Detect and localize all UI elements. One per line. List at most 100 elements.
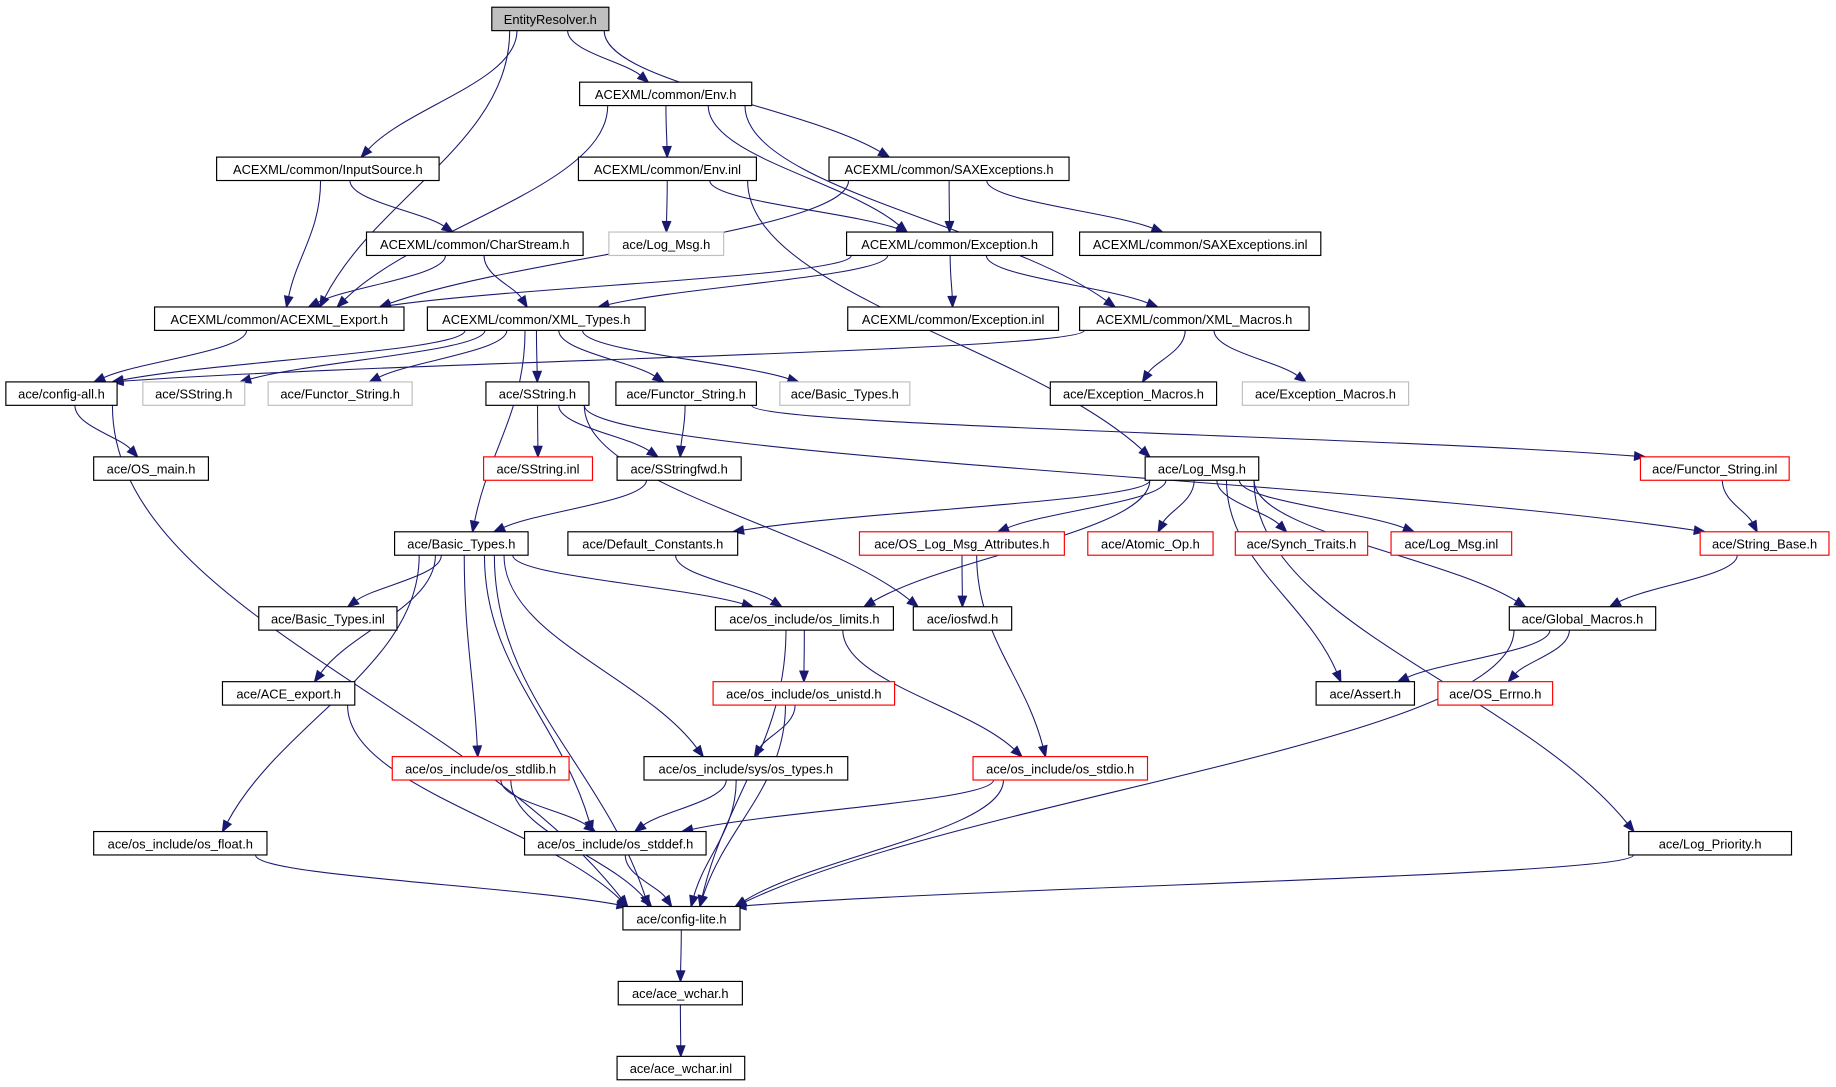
node-log-msg-h[interactable]: ace/Log_Msg.h bbox=[1145, 457, 1259, 480]
arrowhead-icon bbox=[958, 596, 966, 607]
arrowhead-icon bbox=[94, 374, 105, 382]
node-functor-string-h[interactable]: ace/Functor_String.h bbox=[616, 382, 757, 405]
node-sstring-inl[interactable]: ace/SString.inl bbox=[484, 457, 593, 480]
node-label: ACEXML/common/SAXExceptions.h bbox=[845, 162, 1054, 177]
arrowhead-icon bbox=[494, 524, 505, 532]
edge-ace_wchar_h-to-ace_wchar_inl bbox=[677, 1005, 685, 1057]
node-label: ace/Basic_Types.h bbox=[791, 387, 899, 402]
nodes-layer: EntityResolver.hACEXML/common/Env.hACEXM… bbox=[6, 7, 1829, 1080]
node-os-log-msg-attributes[interactable]: ace/OS_Log_Msg_Attributes.h bbox=[859, 532, 1064, 555]
node-charstream[interactable]: ACEXML/common/CharStream.h bbox=[366, 232, 583, 255]
node-os-stdio[interactable]: ace/os_include/os_stdio.h bbox=[973, 757, 1147, 780]
edge-XML_Macros-to-Exception_Macros_h bbox=[1143, 330, 1186, 382]
edge-CharStream-to-XML_Types bbox=[484, 255, 527, 307]
edge-Log_Msg_h-to-OS_Log_Msg_Attributes bbox=[998, 480, 1166, 532]
arrowhead-icon bbox=[800, 671, 808, 682]
edge-OS_Log_Msg_Attributes-to-os_stdio bbox=[977, 555, 1047, 756]
node-saxexceptions-h[interactable]: ACEXML/common/SAXExceptions.h bbox=[829, 157, 1069, 180]
node-basic-types-h[interactable]: ace/Basic_Types.h bbox=[395, 532, 528, 555]
edge-line bbox=[513, 555, 743, 604]
edge-Global_Macros-to-OS_Errno bbox=[1508, 630, 1569, 682]
edge-Log_Msg_h-to-Default_Constants bbox=[733, 480, 1150, 534]
node-os-limits[interactable]: ace/os_include/os_limits.h bbox=[715, 607, 893, 630]
arrowhead-icon bbox=[1039, 745, 1047, 756]
edge-os_unistd-to-os_types bbox=[755, 705, 796, 757]
node-label: ace/os_include/os_stddef.h bbox=[537, 836, 693, 851]
node-sstring-h[interactable]: ace/SString.h bbox=[486, 382, 589, 405]
node-ace-wchar-inl[interactable]: ace/ace_wchar.inl bbox=[617, 1056, 745, 1079]
edge-SString_h-to-SString_inl bbox=[534, 405, 542, 457]
node-iosfwd[interactable]: ace/iosfwd.h bbox=[913, 607, 1011, 630]
edge-line bbox=[1515, 630, 1569, 674]
node-label: ace/SStringfwd.h bbox=[630, 462, 727, 477]
node-config-lite[interactable]: ace/config-lite.h bbox=[623, 906, 740, 929]
edge-os_stdio-to-config_lite bbox=[735, 780, 1003, 906]
edge-Functor_String_h-to-SStringfwd bbox=[677, 405, 685, 457]
node-config-all[interactable]: ace/config-all.h bbox=[6, 382, 117, 405]
edge-line bbox=[609, 255, 888, 304]
node-os-types[interactable]: ace/os_include/sys/os_types.h bbox=[644, 757, 848, 780]
edge-os_stdio-to-os_stddef bbox=[682, 780, 993, 833]
edge-line bbox=[104, 330, 247, 377]
node-env-h[interactable]: ACEXML/common/Env.h bbox=[580, 82, 752, 105]
edge-SString_h-to-SStringfwd bbox=[559, 405, 658, 457]
node-sstringfwd[interactable]: ace/SStringfwd.h bbox=[617, 457, 741, 480]
edge-line bbox=[75, 405, 131, 449]
node-exception-macros-h[interactable]: ace/Exception_Macros.h bbox=[1050, 382, 1216, 405]
node-string-base[interactable]: ace/String_Base.h bbox=[1700, 532, 1829, 555]
edge-line bbox=[484, 555, 589, 821]
node-assert[interactable]: ace/Assert.h bbox=[1316, 682, 1414, 705]
node-synch-traits[interactable]: ace/Synch_Traits.h bbox=[1235, 532, 1367, 555]
edge-line bbox=[289, 181, 321, 297]
node-log-msg-gray[interactable]: ace/Log_Msg.h bbox=[609, 232, 724, 255]
node-os-main[interactable]: ace/OS_main.h bbox=[94, 457, 209, 480]
edge-line bbox=[950, 255, 952, 296]
node-os-float[interactable]: ace/os_include/os_float.h bbox=[94, 832, 267, 855]
node-label: ACEXML/common/InputSource.h bbox=[233, 162, 423, 177]
node-basic-types-gray[interactable]: ace/Basic_Types.h bbox=[780, 382, 910, 405]
node-label: ace/config-all.h bbox=[18, 387, 105, 402]
node-log-msg-inl[interactable]: ace/Log_Msg.inl bbox=[1391, 532, 1512, 555]
arrowhead-icon bbox=[533, 371, 541, 382]
edge-os_stdlib-to-os_stddef bbox=[501, 780, 595, 832]
node-xml-macros[interactable]: ACEXML/common/XML_Macros.h bbox=[1080, 307, 1310, 330]
edge-line bbox=[464, 555, 477, 746]
node-ace-wchar-h[interactable]: ace/ace_wchar.h bbox=[618, 981, 742, 1004]
node-label: ace/Exception_Macros.h bbox=[1063, 387, 1204, 402]
node-os-stdlib[interactable]: ace/os_include/os_stdlib.h bbox=[392, 757, 569, 780]
node-os-unistd[interactable]: ace/os_include/os_unistd.h bbox=[713, 682, 894, 705]
edge-Env_inl-to-Exception_h bbox=[710, 181, 908, 233]
edge-ACEXML_Export-to-config_all bbox=[94, 330, 246, 382]
node-exception-macros-gray[interactable]: ace/Exception_Macros.h bbox=[1242, 382, 1408, 405]
node-ace-export[interactable]: ace/ACE_export.h bbox=[222, 682, 354, 705]
edge-line bbox=[584, 405, 910, 600]
node-entityresolver[interactable]: EntityResolver.h bbox=[492, 7, 609, 30]
node-inputsource[interactable]: ACEXML/common/InputSource.h bbox=[217, 157, 439, 180]
node-env-inl[interactable]: ACEXML/common/Env.inl bbox=[578, 157, 756, 180]
node-functor-string-gray[interactable]: ace/Functor_String.h bbox=[268, 382, 412, 405]
node-functor-string-inl[interactable]: ace/Functor_String.inl bbox=[1640, 457, 1789, 480]
arrowhead-icon bbox=[534, 446, 542, 457]
node-saxexceptions-inl[interactable]: ACEXML/common/SAXExceptions.inl bbox=[1080, 232, 1321, 255]
node-log-priority[interactable]: ace/Log_Priority.h bbox=[1629, 832, 1792, 855]
edge-config_lite-to-ace_wchar_h bbox=[677, 930, 685, 982]
edge-line bbox=[123, 330, 465, 380]
edge-Log_Msg_h-to-Atomic_Op bbox=[1158, 480, 1194, 532]
node-os-stddef[interactable]: ace/os_include/os_stddef.h bbox=[525, 832, 706, 855]
node-exception-inl[interactable]: ACEXML/common/Exception.inl bbox=[848, 307, 1059, 330]
arrowhead-icon bbox=[222, 820, 231, 831]
node-label: ace/SString.h bbox=[155, 387, 232, 402]
node-xml-types[interactable]: ACEXML/common/XML_Types.h bbox=[427, 307, 645, 330]
node-basic-types-inl[interactable]: ace/Basic_Types.inl bbox=[259, 607, 397, 630]
node-default-constants[interactable]: ace/Default_Constants.h bbox=[568, 532, 738, 555]
node-acexml-export[interactable]: ACEXML/common/ACEXML_Export.h bbox=[155, 307, 404, 330]
arrowhead-icon bbox=[647, 447, 658, 456]
node-global-macros[interactable]: ace/Global_Macros.h bbox=[1509, 607, 1655, 630]
arrowhead-icon bbox=[998, 524, 1009, 532]
node-atomic-op[interactable]: ace/Atomic_Op.h bbox=[1088, 532, 1213, 555]
node-sstring-gray[interactable]: ace/SString.h bbox=[143, 382, 245, 405]
node-os-errno[interactable]: ace/OS_Errno.h bbox=[1438, 682, 1553, 705]
arrowhead-icon bbox=[348, 597, 359, 607]
node-exception-h[interactable]: ACEXML/common/Exception.h bbox=[847, 232, 1053, 255]
edge-Env_h-to-ACEXML_Export bbox=[337, 106, 607, 307]
